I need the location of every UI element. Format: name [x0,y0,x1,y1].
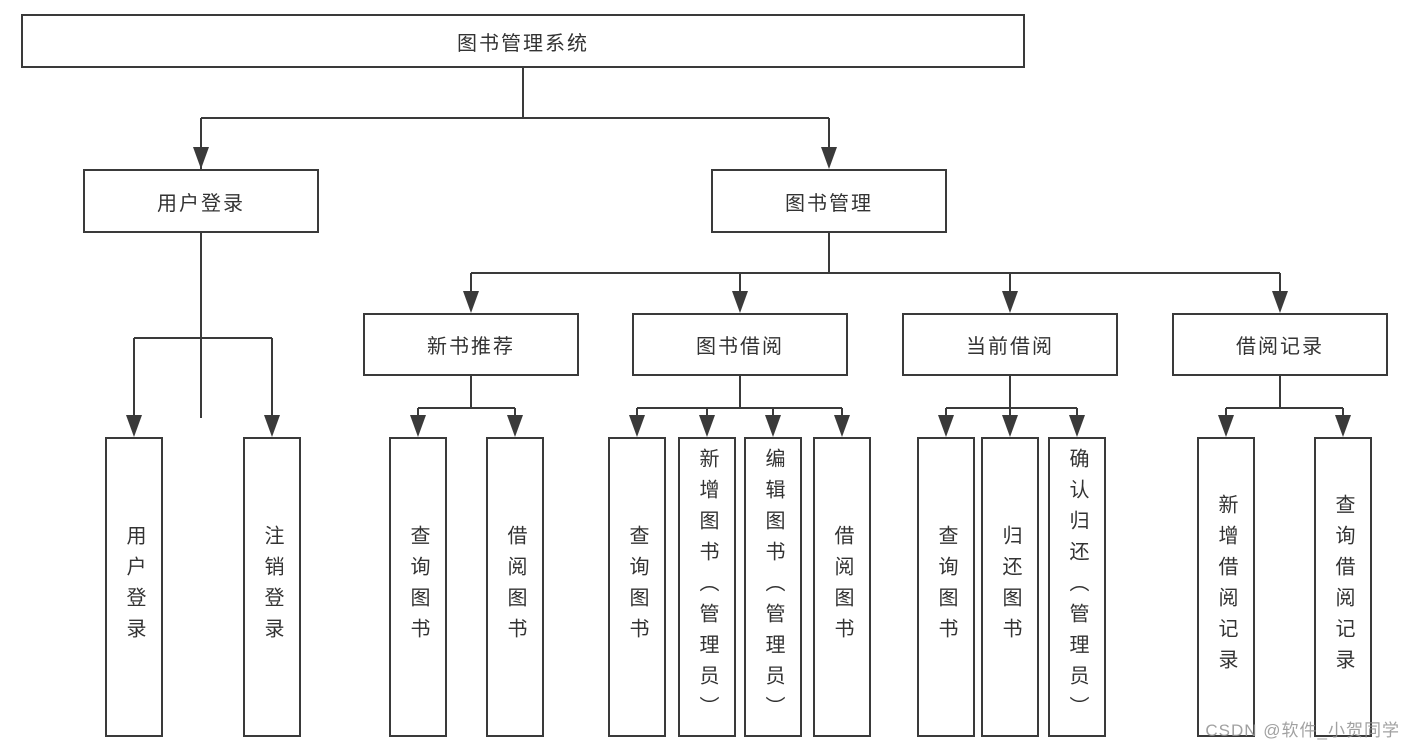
node-label: 用户登录 [157,192,245,215]
node-root: 图书管理系统 [21,14,1025,68]
leaf-label: 新增图书（管理员） [696,447,718,727]
node-new-book-recommend: 新书推荐 [363,313,579,376]
node-label: 新书推荐 [427,336,515,358]
node-label: 借阅记录 [1236,336,1324,358]
arrowhead-icon [834,415,850,437]
connector-root-to-level2 [200,68,830,418]
leaf-return-books: 归还图书 [981,437,1039,737]
arrowhead-icon [765,415,781,437]
node-borrow-record: 借阅记录 [1172,313,1388,376]
leaf-add-books-admin: 新增图书（管理员） [678,437,736,737]
leaf-label: 查询图书 [626,525,648,649]
node-user-login: 用户登录 [83,169,319,233]
node-label: 图书借阅 [696,336,784,358]
arrowhead-icon [1335,415,1351,437]
leaf-label: 新增借阅记录 [1215,494,1237,680]
arrowhead-icon [629,415,645,437]
node-book-management: 图书管理 [711,169,947,233]
leaf-borrow-books-recommend: 借阅图书 [486,437,544,737]
leaf-confirm-return-admin: 确认归还（管理员） [1048,437,1106,737]
node-current-borrow: 当前借阅 [902,313,1118,376]
arrowhead-icon [1218,415,1234,437]
connector-book-borrow-children [636,376,843,419]
arrowhead-icon [938,415,954,437]
arrowheads [126,147,1351,437]
leaf-label: 归还图书 [999,525,1021,649]
arrowhead-icon [732,291,748,313]
leaf-edit-books-admin: 编辑图书（管理员） [744,437,802,737]
leaf-label: 查询图书 [407,525,429,649]
node-label: 当前借阅 [966,336,1054,358]
leaf-label: 注销登录 [261,525,283,649]
leaf-label: 查询借阅记录 [1332,494,1354,680]
leaf-borrow-books: 借阅图书 [813,437,871,737]
arrowhead-icon [507,415,523,437]
arrowhead-icon [1002,291,1018,313]
arrowhead-icon [410,415,426,437]
leaf-label: 用户登录 [123,525,145,649]
node-root-label: 图书管理系统 [457,32,589,55]
leaf-label: 编辑图书（管理员） [762,447,784,727]
leaf-label: 借阅图书 [504,525,526,649]
node-label: 图书管理 [785,192,873,215]
arrowhead-icon [1002,415,1018,437]
leaf-query-borrow-record: 查询借阅记录 [1314,437,1372,737]
connector-current-borrow-children [945,376,1078,419]
leaf-label: 借阅图书 [831,525,853,649]
connector-paths [133,68,1344,419]
leaf-add-borrow-record: 新增借阅记录 [1197,437,1255,737]
connector-book-management-children [470,233,1281,295]
arrowhead-icon [264,415,280,437]
leaf-label: 确认归还（管理员） [1066,447,1088,727]
connector-user-login-children [133,233,273,419]
connector-new-book-children [417,376,516,419]
arrowhead-icon [463,291,479,313]
leaf-query-books-recommend: 查询图书 [389,437,447,737]
arrowhead-icon [193,147,209,169]
connector-borrow-record-children [1225,376,1344,419]
arrowhead-icon [699,415,715,437]
arrowhead-icon [126,415,142,437]
csdn-watermark: CSDN @软件_小贺同学 [1205,721,1400,740]
arrowhead-icon [1272,291,1288,313]
leaf-query-books-borrow: 查询图书 [608,437,666,737]
leaf-query-books-current: 查询图书 [917,437,975,737]
arrowhead-icon [1069,415,1085,437]
leaf-user-login: 用户登录 [105,437,163,737]
leaf-logout: 注销登录 [243,437,301,737]
leaf-label: 查询图书 [935,525,957,649]
node-book-borrow: 图书借阅 [632,313,848,376]
arrowhead-icon [821,147,837,169]
